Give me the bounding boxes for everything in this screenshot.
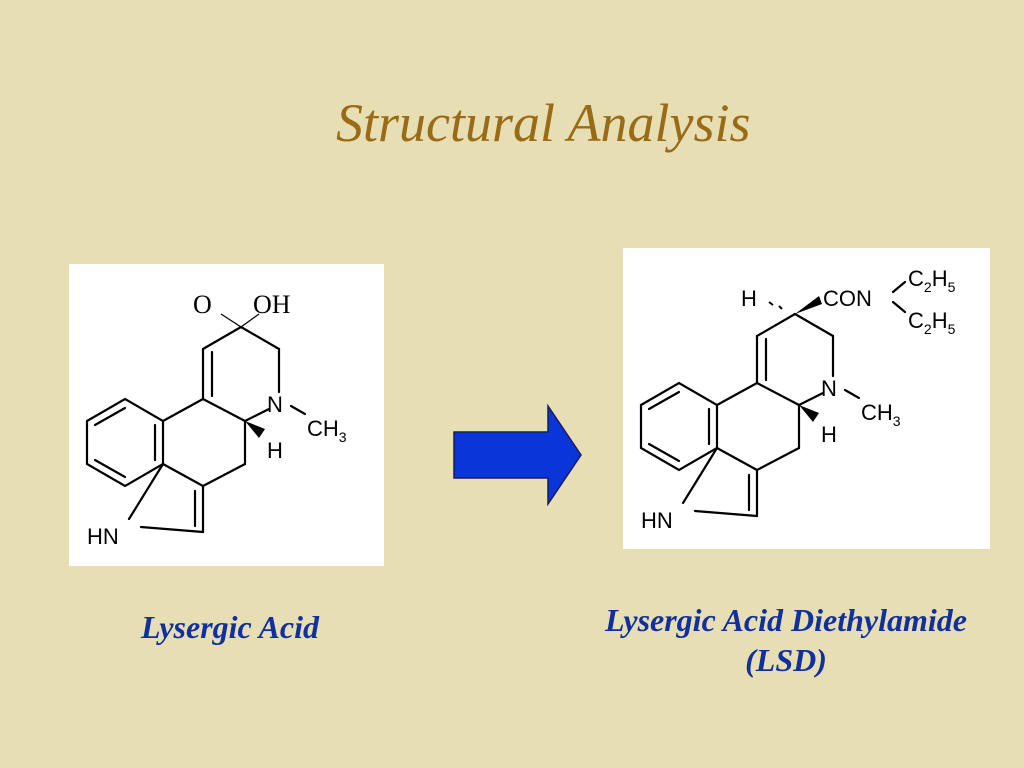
left-label-oh: OH (253, 290, 291, 319)
left-label-h: H (267, 438, 283, 463)
left-label-n: N (267, 392, 283, 417)
lsd-caption: Lysergic Acid Diethylamide (LSD) (556, 600, 1016, 680)
right-label-con: CON (823, 286, 872, 311)
lysergic-acid-diagram: O OH N CH3 H HN (85, 290, 347, 549)
left-label-hn: HN (87, 524, 119, 549)
right-label-ch3: CH3 (861, 400, 901, 429)
right-label-n: N (821, 376, 837, 401)
left-label-ch3: CH3 (307, 416, 347, 445)
lsd-structure: H CON C2H5 C2H5 N CH3 H HN (623, 248, 990, 549)
lsd-caption-line2: (LSD) (745, 642, 827, 678)
lsd-diagram: H CON C2H5 C2H5 N CH3 H HN (639, 266, 956, 533)
lsd-caption-line1: Lysergic Acid Diethylamide (605, 602, 967, 638)
right-label-ethyl-1: C2H5 (908, 266, 956, 295)
right-arrow-icon (453, 404, 582, 506)
right-label-h: H (821, 422, 837, 447)
lysergic-acid-structure: O OH N CH3 H HN (69, 264, 384, 566)
lysergic-acid-caption: Lysergic Acid (140, 609, 319, 645)
slide-title: Structural Analysis (336, 93, 751, 153)
left-label-o: O (193, 290, 212, 319)
right-label-ethyl-2: C2H5 (908, 308, 956, 337)
right-label-hn: HN (641, 508, 673, 533)
right-label-h-top: H (741, 286, 757, 311)
